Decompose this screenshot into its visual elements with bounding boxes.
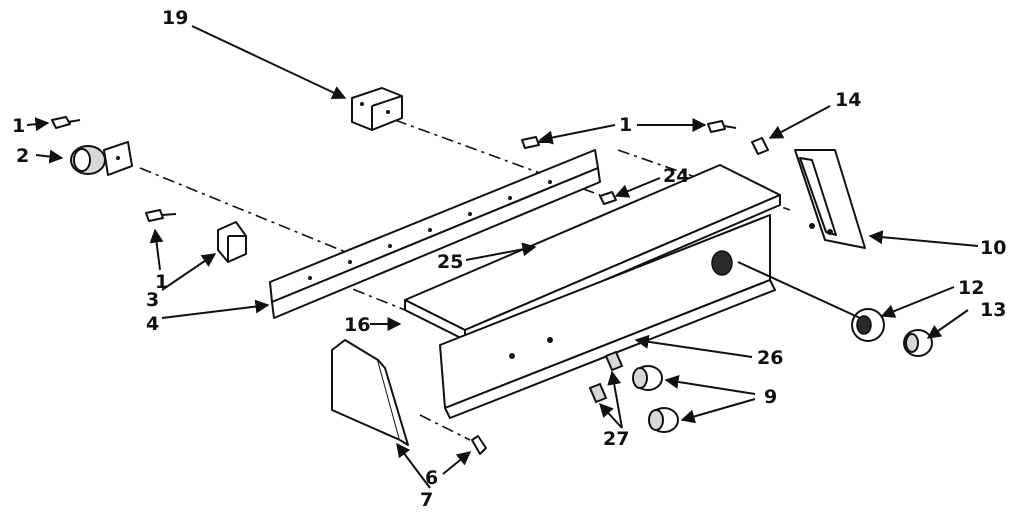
callout-1-top-left: 1 — [12, 115, 25, 137]
part-19-bracket — [351, 87, 403, 131]
part-27-clip-upper — [604, 350, 624, 372]
callout-25: 25 — [437, 251, 463, 273]
callout-labels: 1 2 19 1 14 24 1 3 4 25 10 12 13 16 26 9… — [12, 7, 1006, 511]
part-27-clip-lower — [588, 382, 608, 404]
callout-26: 26 — [757, 347, 783, 369]
callout-10: 10 — [980, 237, 1006, 259]
callout-6: 6 — [425, 467, 438, 489]
part-1-screw-right — [707, 120, 737, 133]
part-9-knob-upper — [632, 365, 663, 391]
callout-3: 3 — [146, 289, 159, 311]
callout-12: 12 — [958, 277, 984, 299]
part-3-bracket — [217, 221, 247, 263]
part-9-knob-lower — [648, 407, 679, 433]
callout-4: 4 — [146, 313, 159, 335]
callout-27: 27 — [603, 428, 629, 450]
part-4-rail — [269, 149, 601, 319]
callout-14: 14 — [835, 89, 861, 111]
callout-7: 7 — [420, 489, 433, 511]
callout-1-left: 1 — [155, 271, 168, 293]
callout-1-top-center: 1 — [619, 114, 632, 136]
part-13-knob — [903, 329, 933, 357]
callout-2: 2 — [16, 145, 29, 167]
part-12-bezel — [851, 308, 885, 342]
part-14-clip — [751, 137, 769, 155]
callout-13: 13 — [980, 299, 1006, 321]
part-2-control-switch — [70, 141, 133, 176]
part-1-screw-top-left — [51, 116, 81, 129]
leader-lines — [26, 25, 979, 489]
part-24-pin — [599, 191, 617, 205]
callout-16: 16 — [344, 314, 370, 336]
callout-24: 24 — [663, 165, 689, 187]
callout-19: 19 — [162, 7, 188, 29]
part-26-control-panel — [439, 214, 776, 419]
part-7-end-cap — [331, 339, 409, 446]
callout-9: 9 — [764, 386, 777, 408]
part-10-end-cap-right — [794, 149, 866, 249]
part-6-screw — [471, 435, 487, 455]
part-1-screw-left — [145, 209, 177, 222]
